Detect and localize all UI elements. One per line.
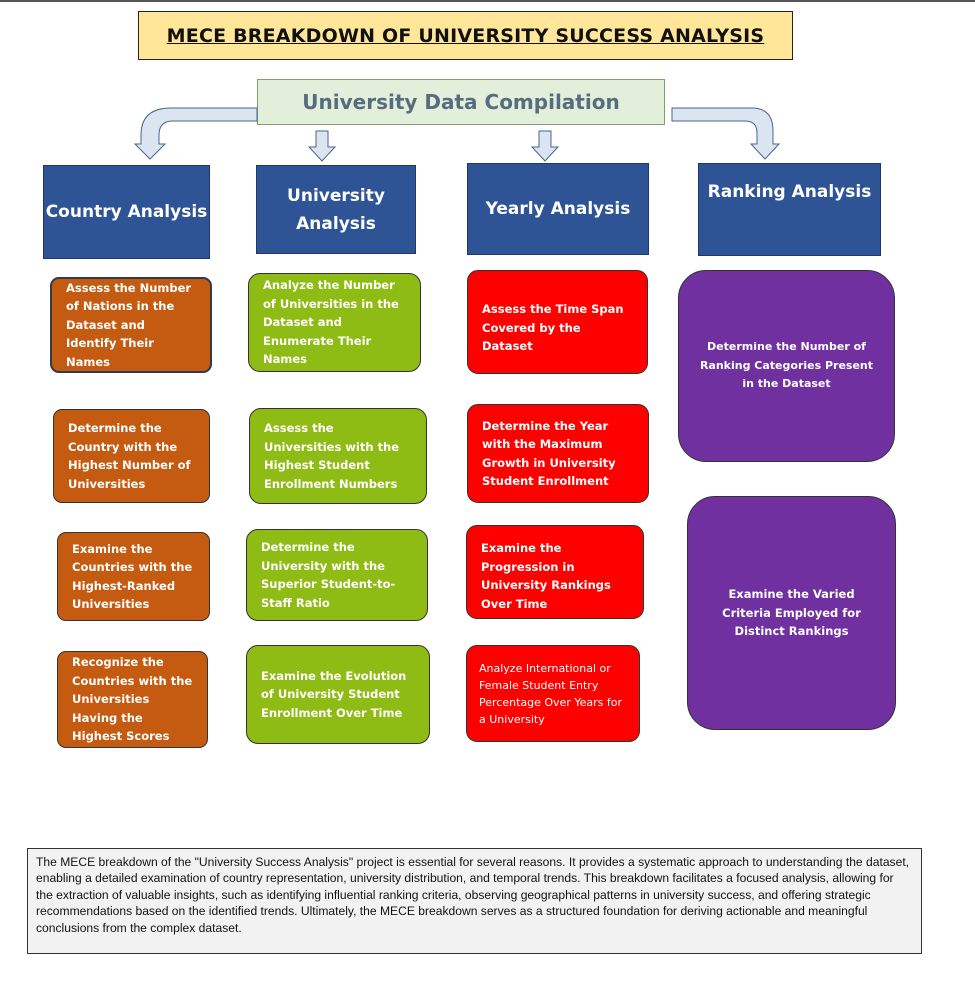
header-yearly-analysis: Yearly Analysis bbox=[467, 163, 649, 255]
university-item-4: Examine the Evolution of University Stud… bbox=[246, 645, 430, 744]
university-item-3: Determine the University with the Superi… bbox=[246, 529, 428, 621]
university-item-1: Analyze the Number of Universities in th… bbox=[248, 273, 421, 372]
yearly-item-1: Assess the Time Span Covered by the Data… bbox=[467, 270, 648, 374]
yearly-item-2: Determine the Year with the Maximum Grow… bbox=[467, 404, 649, 503]
curved-arrow-left-shape bbox=[133, 107, 258, 160]
connector-arrows bbox=[133, 107, 781, 162]
header-ranking-analysis: Ranking Analysis bbox=[698, 163, 881, 256]
ranking-item-2: Examine the Varied Criteria Employed for… bbox=[687, 496, 896, 730]
header-country-analysis: Country Analysis bbox=[43, 165, 210, 259]
top-border-line bbox=[0, 0, 975, 2]
ranking-item-1: Determine the Number of Ranking Categori… bbox=[678, 270, 895, 462]
country-item-1: Assess the Number of Nations in the Data… bbox=[50, 277, 212, 373]
country-item-2: Determine the Country with the Highest N… bbox=[53, 409, 210, 503]
root-node-university-data-compilation: University Data Compilation bbox=[257, 79, 665, 125]
header-university-analysis: University Analysis bbox=[256, 165, 416, 254]
curved-arrow-right-shape bbox=[671, 107, 781, 160]
university-item-2: Assess the Universities with the Highest… bbox=[249, 408, 427, 504]
diagram-title: MECE BREAKDOWN OF UNIVERSITY SUCCESS ANA… bbox=[138, 11, 793, 60]
country-item-4: Recognize the Countries with the Univers… bbox=[57, 651, 208, 748]
down-arrow-2 bbox=[307, 130, 337, 162]
explanation-note: The MECE breakdown of the "University Su… bbox=[27, 848, 922, 954]
yearly-item-3: Examine the Progression in University Ra… bbox=[466, 525, 644, 619]
down-arrow-3 bbox=[530, 130, 560, 162]
country-item-3: Examine the Countries with the Highest-R… bbox=[57, 532, 210, 621]
yearly-item-4: Analyze International or Female Student … bbox=[466, 645, 640, 742]
